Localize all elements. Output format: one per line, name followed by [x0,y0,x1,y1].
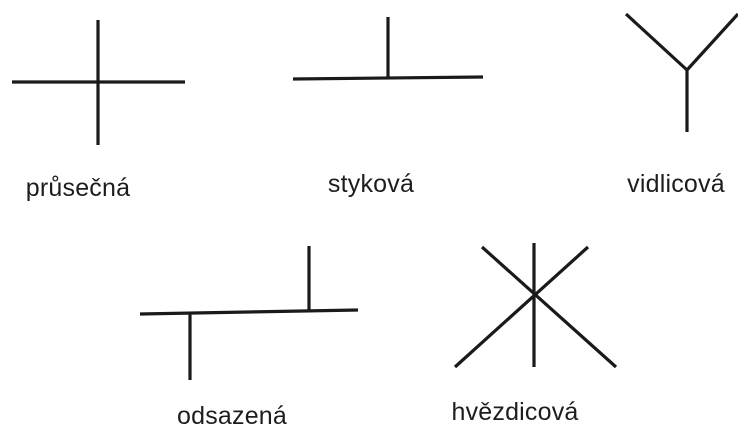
junction-label-odsazena: odsazená [176,402,288,430]
junction-label-stykova: styková [327,170,415,198]
offset-junction-symbol [139,246,359,380]
t-junction-symbol [292,17,484,81]
junction-label-prusecna: průsečná [25,174,131,202]
junction-label-hvezdicova: hvězdicová [451,398,579,426]
junction-label-vidlicova: vidlicová [627,170,725,198]
star-junction-symbol [453,243,618,369]
cross-junction-symbol [12,20,185,145]
fork-junction-symbol [624,12,738,132]
